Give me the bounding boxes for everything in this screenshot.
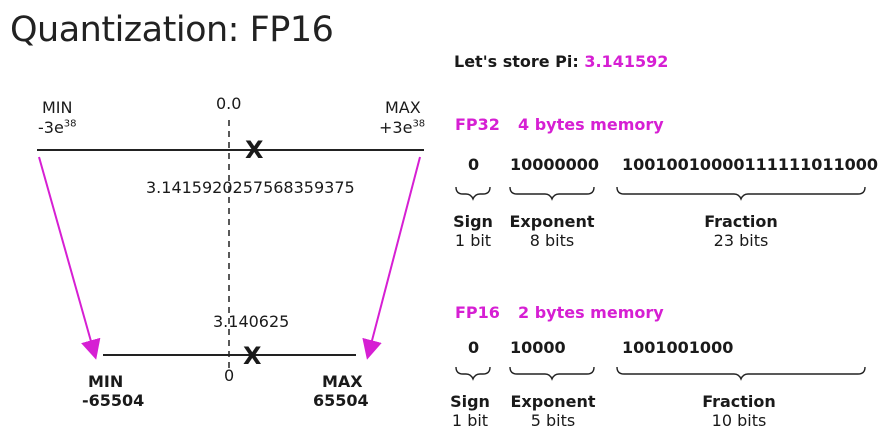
fp32-min-exponent: 38 (63, 118, 77, 130)
fp32-name: FP32 (455, 115, 500, 134)
min-arrow (38, 156, 101, 360)
fp16-exponent-bits: 10000 (510, 338, 566, 357)
fp32-exponent-bits: 10000000 (510, 155, 600, 174)
fp16-max-value: 65504 (313, 391, 369, 410)
max-arrow (362, 156, 421, 360)
fp32-min-value: -3e38 (38, 118, 77, 137)
fp16-zero-label: 0 (224, 366, 235, 385)
fp16-sign-caption: Sign 1 bit (440, 392, 500, 430)
fp16-pi-marker: X (243, 342, 262, 370)
fp32-pi-value: 3.1415920257568359375 (146, 178, 355, 197)
fp32-fraction-caption: Fraction 23 bits (691, 212, 791, 250)
store-pi-line: Let's store Pi: 3.141592 (454, 52, 668, 71)
fp32-pi-marker: X (245, 136, 264, 164)
fp16-max-label: MAX (322, 372, 363, 391)
fp16-exponent-caption: Exponent 5 bits (503, 392, 603, 430)
fp32-fraction-bits: 10010010000111111011000 (622, 155, 879, 174)
fp16-min-value: -65504 (82, 391, 145, 410)
fp16-fraction-caption: Fraction 10 bits (689, 392, 789, 430)
fp16-sign-size: 1 bit (451, 411, 489, 430)
fp32-sign-bits: 0 (468, 155, 480, 174)
fp32-min-mantissa: -3e (38, 118, 64, 137)
fp32-fraction-brace (616, 186, 866, 201)
fp32-exponent-label: Exponent (509, 212, 595, 231)
fp32-fraction-label: Fraction (704, 212, 778, 231)
fp32-memory: 4 bytes memory (518, 115, 664, 134)
fp32-zero-label: 0.0 (216, 94, 242, 113)
fp32-max-label: MAX (385, 98, 421, 117)
fp16-exponent-label: Exponent (510, 392, 596, 411)
fp16-fraction-brace (616, 366, 866, 381)
fp32-exponent-caption: Exponent 8 bits (502, 212, 602, 250)
fp32-fraction-size: 23 bits (713, 231, 769, 250)
fp16-sign-brace (455, 366, 491, 381)
fp16-min-label: MIN (88, 372, 124, 391)
fp32-exponent-size: 8 bits (529, 231, 575, 250)
fp16-memory: 2 bytes memory (518, 303, 664, 322)
fp32-max-exponent: 38 (412, 118, 426, 130)
fp32-sign-label: Sign (453, 212, 493, 231)
fp16-fraction-label: Fraction (702, 392, 776, 411)
fp32-min-label: MIN (42, 98, 73, 117)
fp32-sign-caption: Sign 1 bit (443, 212, 503, 250)
fp16-sign-bits: 0 (468, 338, 480, 357)
fp16-exponent-size: 5 bits (530, 411, 576, 430)
page-title: Quantization: FP16 (10, 10, 334, 50)
fp32-sign-size: 1 bit (454, 231, 492, 250)
fp16-exponent-brace (509, 366, 595, 381)
fp32-max-mantissa: +3e (379, 118, 413, 137)
fp16-sign-label: Sign (450, 392, 490, 411)
store-pi-prefix: Let's store Pi: (454, 52, 585, 71)
fp16-fraction-bits: 1001001000 (622, 338, 734, 357)
fp16-pi-value: 3.140625 (213, 312, 290, 331)
fp32-exponent-brace (509, 186, 595, 201)
store-pi-value: 3.141592 (584, 52, 669, 71)
fp32-sign-brace (455, 186, 491, 201)
fp32-max-value: +3e38 (379, 118, 425, 137)
fp16-name: FP16 (455, 303, 500, 322)
fp16-fraction-size: 10 bits (711, 411, 767, 430)
